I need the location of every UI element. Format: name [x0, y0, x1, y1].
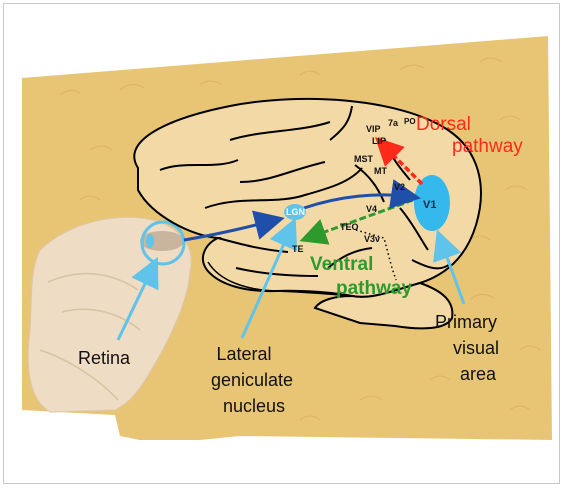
retina-marker — [146, 234, 154, 248]
lgn-label-line2: geniculate — [211, 370, 293, 390]
area-label-v3v: V3v — [364, 234, 380, 244]
area-label-mt: MT — [374, 166, 387, 176]
area-label-vip: VIP — [366, 124, 381, 134]
lgn-label-line1: Lateral — [216, 344, 271, 364]
dorsal-pathway-label-line2: pathway — [452, 136, 523, 157]
v1-area-label-line2: visual — [453, 338, 499, 358]
v1-area-label-line1: Primary — [435, 312, 497, 332]
area-label-v1: V1 — [423, 199, 436, 211]
ventral-pathway-label-line1: Ventral — [310, 254, 373, 275]
area-label-lgn: LGN — [286, 207, 305, 217]
area-label-lip: LIP — [372, 136, 386, 146]
area-label-v4: V4 — [366, 204, 377, 214]
dorsal-pathway-label-line1: Dorsal — [416, 114, 471, 135]
v1-area-label-line3: area — [460, 364, 497, 384]
area-label-v2: V2 — [394, 182, 405, 192]
ventral-pathway-label-line2: pathway — [336, 278, 412, 299]
area-label-po: PO — [404, 117, 416, 126]
area-label-7a: 7a — [388, 118, 399, 128]
area-label-teo: TEO — [340, 222, 359, 232]
retina-label: Retina — [78, 348, 131, 368]
area-label-mst: MST — [354, 154, 374, 164]
area-label-te: TE — [292, 244, 304, 254]
lgn-label-line3: nucleus — [223, 396, 285, 416]
